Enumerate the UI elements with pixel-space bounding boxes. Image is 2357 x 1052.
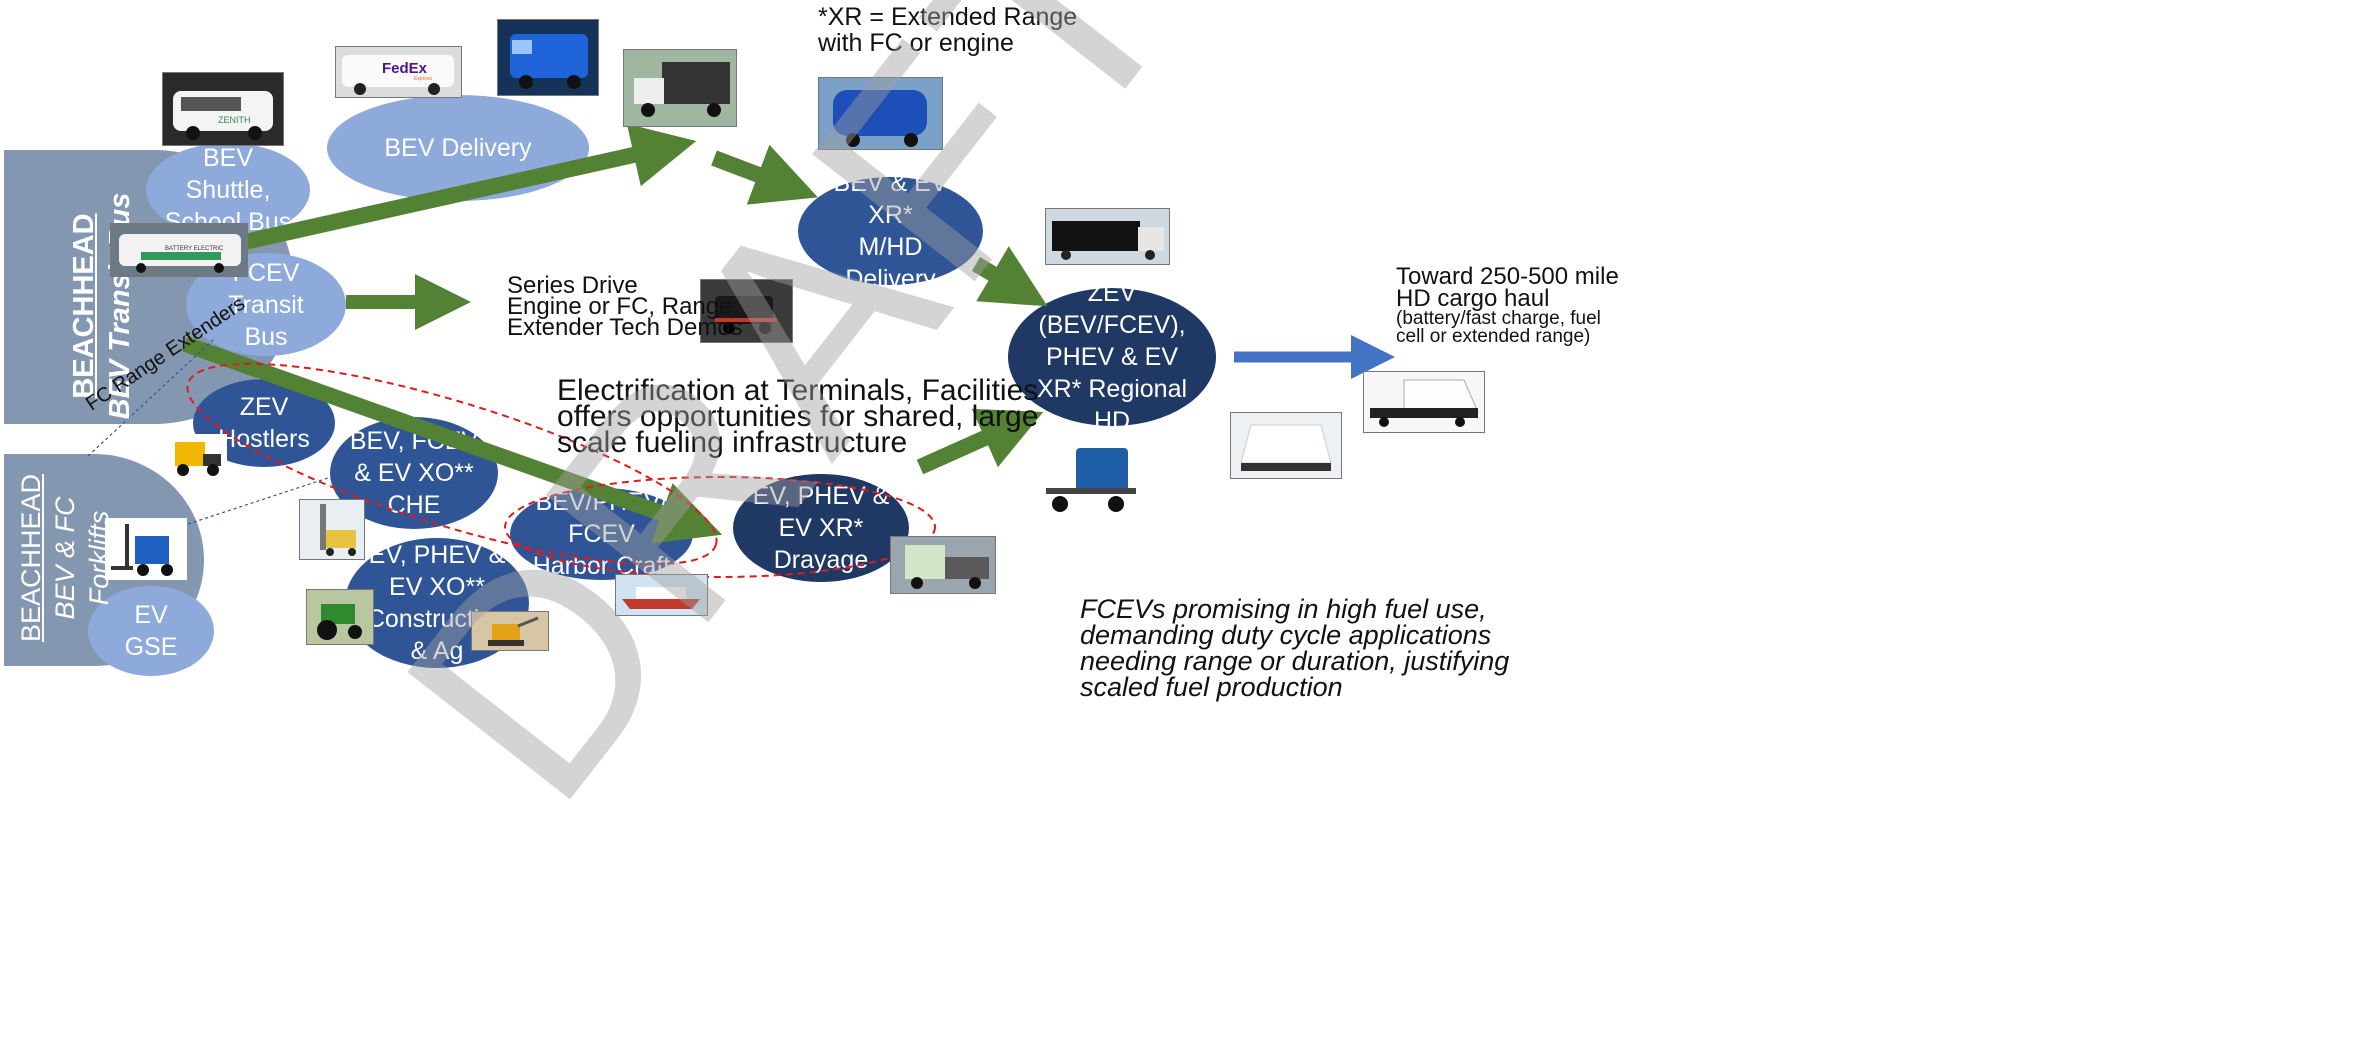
photo-series-drive-truck bbox=[700, 279, 793, 343]
ferry-image bbox=[622, 587, 700, 609]
photo-yard-tractor bbox=[167, 434, 227, 480]
blue-van-image bbox=[510, 34, 588, 89]
fcev-line2: demanding duty cycle applications bbox=[1080, 620, 1492, 650]
fedex-sub: Express bbox=[414, 76, 433, 82]
node-bev-delivery: BEV Delivery bbox=[327, 95, 589, 201]
tesla-semi-side-image bbox=[1240, 424, 1332, 471]
photo-che-equipment bbox=[299, 499, 365, 560]
transit-bus-image: BATTERY ELECTRIC bbox=[119, 234, 241, 273]
toward-haul-note: Toward 250-500 mile HD cargo haul (batte… bbox=[1396, 263, 1619, 347]
photo-tesla-semi bbox=[1363, 371, 1485, 433]
fedex-van-image: FedEx Express bbox=[342, 55, 454, 95]
node-ev-gse: EV GSE bbox=[88, 586, 214, 676]
shuttle-logo: ZENITH bbox=[218, 115, 251, 125]
xr-footnote: *XR = Extended Range with FC or engine bbox=[818, 4, 1077, 56]
fedex-logo: FedEx bbox=[382, 60, 428, 77]
terminals-note: Electrification at Terminals, Facilities… bbox=[557, 374, 1039, 459]
photo-tractor bbox=[306, 589, 374, 645]
series-drive-line2: Engine or FC, Range bbox=[507, 293, 733, 320]
yard-tractor-image bbox=[175, 442, 221, 476]
terminals-line1: Electrification at Terminals, Facilities bbox=[557, 374, 1039, 407]
photo-forklift bbox=[105, 518, 187, 580]
series-drive-note: Series Drive Engine or FC, Range Extende… bbox=[507, 272, 743, 341]
dashed-link-hostlers bbox=[87, 338, 215, 457]
arrow-delivery-to-mhd bbox=[711, 144, 818, 205]
photo-shuttle-van: ZENITH bbox=[162, 72, 284, 146]
photo-drayage-truck bbox=[890, 536, 996, 594]
arrow-drayage-to-regional bbox=[916, 408, 1044, 475]
shuttle-van-image: ZENITH bbox=[173, 91, 273, 140]
fcev-line3: needing range or duration, justifying bbox=[1080, 646, 1510, 676]
red-oval-terminals bbox=[186, 362, 718, 566]
photo-ferry bbox=[615, 574, 708, 616]
toward-small2: cell or extended range) bbox=[1396, 326, 1591, 347]
toward-small1: (battery/fast charge, fuel bbox=[1396, 308, 1601, 329]
terminals-line2: offers opportunities for shared, large bbox=[557, 400, 1039, 433]
che-image bbox=[320, 504, 356, 556]
series-drive-line1: Series Drive bbox=[507, 272, 638, 299]
arrow-transit-to-drayage bbox=[182, 336, 723, 544]
beachhead-transit-subtitle: BEV Transit Bus bbox=[104, 192, 136, 420]
beachhead-forklift-subtitle: BEV & FC bbox=[50, 496, 80, 620]
photo-box-truck bbox=[623, 49, 737, 127]
bus-text: BATTERY ELECTRIC bbox=[165, 246, 224, 252]
fcev-line4: scaled fuel production bbox=[1080, 672, 1343, 702]
red-oval-port bbox=[504, 476, 936, 578]
series-drive-line3: Extender Tech Demos bbox=[507, 314, 743, 341]
excavator-image bbox=[488, 616, 539, 646]
photo-excavator bbox=[471, 611, 549, 651]
arrow-transit-to-delivery bbox=[238, 123, 697, 251]
photo-transit-bus: BATTERY ELECTRIC bbox=[110, 223, 248, 277]
xr-footnote-line1: *XR = Extended Range bbox=[818, 3, 1078, 31]
xr-footnote-line2: with FC or engine bbox=[818, 29, 1014, 57]
xr-truck-image bbox=[833, 90, 927, 147]
photo-fedex-van: FedEx Express bbox=[335, 46, 462, 98]
terminals-line3: scale fueling infrastructure bbox=[557, 426, 908, 459]
photo-blue-cab-truck bbox=[1040, 444, 1150, 520]
blue-cab-image bbox=[1046, 448, 1136, 512]
node-bev-shuttle: BEV Shuttle, School Bus bbox=[146, 143, 310, 237]
photo-xr-truck bbox=[818, 77, 943, 150]
tractor-image bbox=[317, 604, 362, 640]
photo-blue-electric-van bbox=[497, 19, 599, 96]
photo-semi-truck bbox=[1045, 208, 1170, 265]
fcev-line1: FCEVs promising in high fuel use, bbox=[1080, 594, 1487, 624]
arrow-mhd-to-regional bbox=[971, 246, 1048, 307]
fcev-promising-note: FCEVs promising in high fuel use, demand… bbox=[1080, 594, 1510, 702]
beachhead-forklift-title: BEACHHEAD bbox=[16, 473, 46, 643]
dashed-link-forklift bbox=[187, 475, 335, 525]
series-drive-image bbox=[715, 296, 777, 334]
semi-truck-image bbox=[1052, 221, 1164, 260]
beachhead-transit-label: BEACHHEAD BEV Transit Bus bbox=[66, 156, 142, 456]
photo-tesla-semi-side bbox=[1230, 412, 1342, 479]
toward-line2: HD cargo haul bbox=[1396, 285, 1550, 312]
tesla-semi-image bbox=[1370, 379, 1479, 427]
drayage-truck-image bbox=[905, 545, 989, 589]
box-truck-image bbox=[634, 62, 730, 117]
toward-line1: Toward 250-500 mile bbox=[1396, 263, 1619, 290]
forklift-image bbox=[111, 524, 173, 576]
